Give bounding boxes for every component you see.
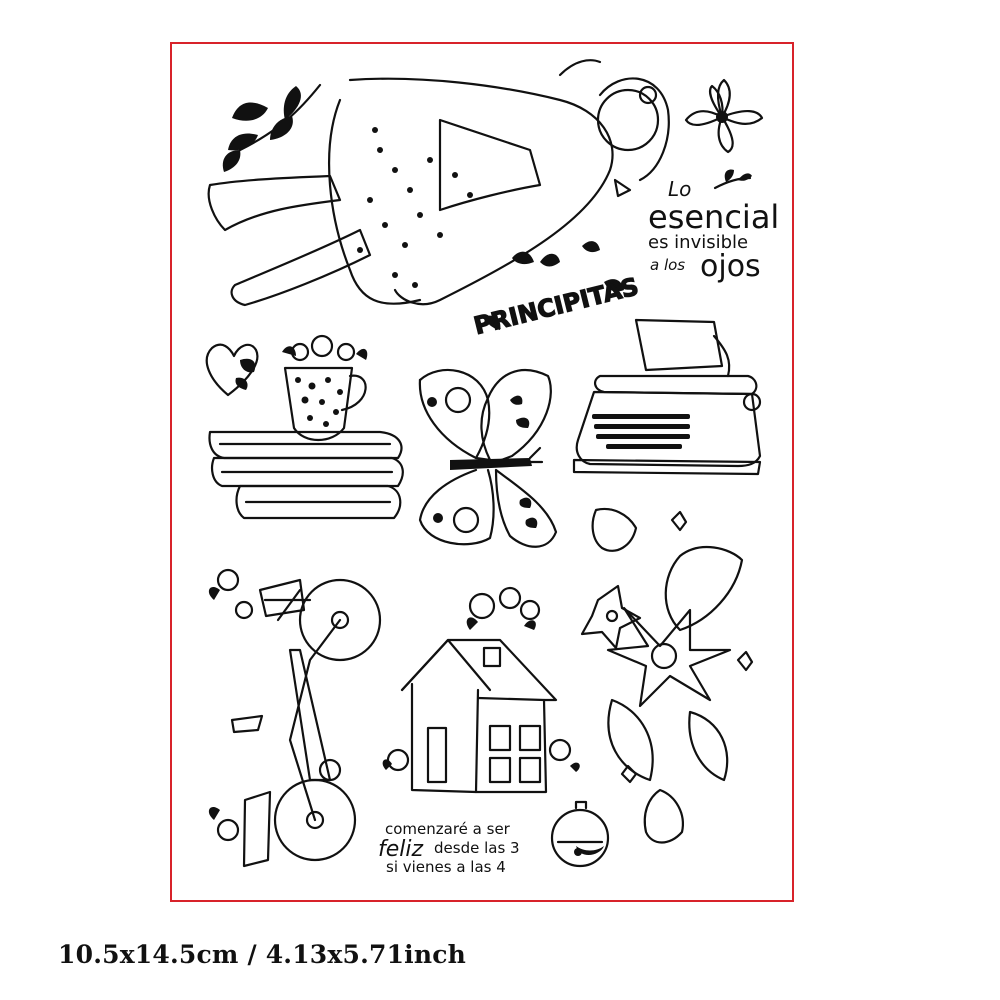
- flower-bouquet-stamp: [580, 507, 754, 844]
- flying-girl-stamp: [207, 59, 670, 307]
- leaf-branch-stamp: [222, 83, 322, 172]
- quote-bottom-line2: desde las 3: [434, 839, 520, 857]
- size-caption: 10.5x14.5cm / 4.13x5.71inch: [58, 940, 467, 969]
- quote-top-line3: es invisible: [648, 232, 748, 253]
- principitas-title-stamp: PRINCIPITAS: [471, 241, 642, 341]
- typewriter-stamp: [572, 318, 762, 476]
- quote-stamp-bottom: comenzaré a ser feliz desde las 3 si vie…: [378, 820, 520, 876]
- quote-bottom-line1: comenzaré a ser: [385, 820, 511, 838]
- quote-bottom-line3: si vienes a las 4: [386, 858, 506, 876]
- principitas-title-text: PRINCIPITAS: [471, 272, 641, 340]
- quote-top-line4: a los: [650, 256, 685, 274]
- books-and-cup-stamp: [208, 334, 404, 520]
- house-stamp: [382, 586, 580, 794]
- quote-top-line5: ojos: [700, 249, 761, 284]
- quote-bottom-emphasis: feliz: [378, 837, 424, 862]
- quote-stamp-top: Lo esencial es invisible a los ojos: [648, 169, 779, 284]
- bell-stamp: [550, 800, 610, 868]
- flower-stamp-top-right: [684, 78, 764, 154]
- heart-stamp: [205, 343, 259, 397]
- quote-top-line1: Lo: [668, 177, 691, 201]
- quote-top-line2: esencial: [648, 198, 779, 236]
- butterfly-stamp: [418, 368, 558, 548]
- bicycle-stamp: [208, 568, 382, 868]
